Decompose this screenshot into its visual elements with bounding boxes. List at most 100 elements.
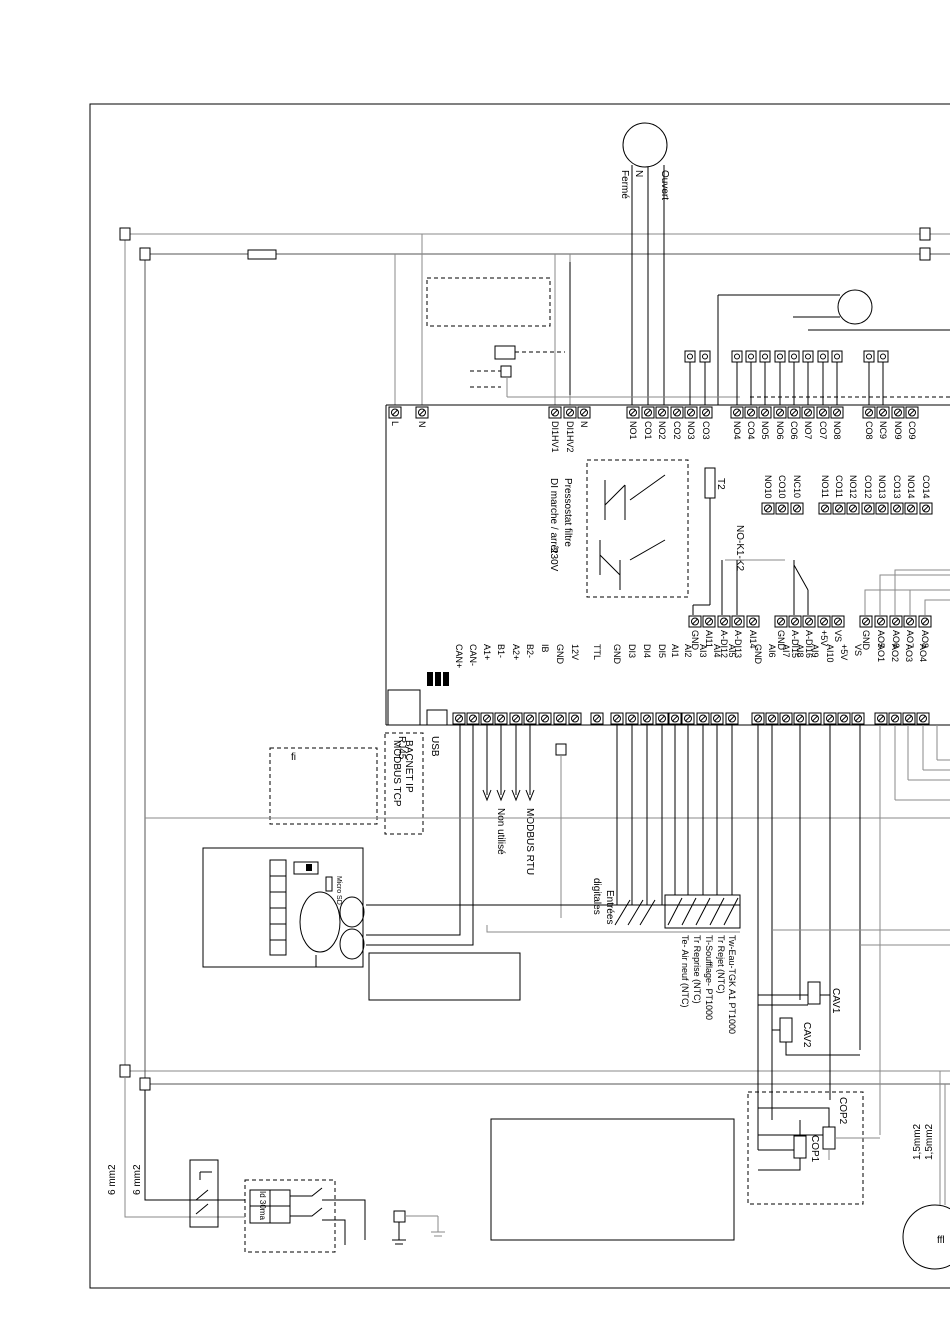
- display-panel: Micro SD: [202, 847, 365, 968]
- note-box-top: [426, 277, 551, 327]
- sheet-frame: [89, 103, 950, 1289]
- label-cop2: COP2: [837, 1097, 848, 1125]
- terminal-label: A-DI15: [790, 630, 800, 658]
- terminal-label: CO3: [701, 421, 711, 440]
- terminal-label: GND: [753, 644, 763, 665]
- label-n: N: [633, 170, 644, 177]
- terminal-label: AI7: [781, 644, 791, 658]
- terminal-label: DI4: [642, 644, 652, 658]
- label-ouvert: Ouvert: [659, 170, 670, 200]
- terminal-label: CO6: [789, 421, 799, 440]
- label-di-marche: DI marche / arrêt: [548, 478, 559, 553]
- terminal-label: CO10: [777, 475, 787, 499]
- terminal-label: CO14: [921, 475, 931, 499]
- terminal-label: AI2: [683, 644, 693, 658]
- contact-terminal: [699, 350, 711, 363]
- label-6mm2-a: 6 mm2: [107, 1164, 118, 1195]
- label-micro-sd: Micro SD: [335, 876, 342, 905]
- terminal-label: AO8: [920, 630, 930, 648]
- contact-terminal: [684, 350, 696, 363]
- terminal-label: AI6: [767, 644, 777, 658]
- blank-panel-bottom: [490, 1118, 735, 1241]
- relay-contacts: [470, 254, 740, 405]
- label-bacnet: BACNET IP: [403, 740, 414, 793]
- sensor-tr-rejet: Tr Rejet (NTC): [716, 935, 726, 994]
- terminal-label: NO3: [686, 421, 696, 440]
- terminal-label: AI3: [698, 644, 708, 658]
- contact-terminal: [877, 350, 889, 363]
- terminal-label: GND: [690, 630, 700, 651]
- sensor-tr-reprise: Tr Reprise (NTC): [692, 935, 702, 1004]
- label-ferme: Fermé: [619, 170, 630, 199]
- label-non-utilise: Non utilisé: [495, 808, 506, 855]
- terminal-label: AI9: [810, 644, 820, 658]
- terminal-label: NO14: [906, 475, 916, 499]
- terminal-label: CAN-: [468, 644, 478, 666]
- pressure-switch-box: [586, 459, 689, 598]
- terminal-label: AO1: [876, 644, 886, 662]
- contact-terminal: [802, 350, 814, 363]
- fi-box: [269, 747, 378, 825]
- cop-box: [747, 1091, 864, 1205]
- cav-cop: CAV1 CAV2 COP2 COP1: [758, 981, 880, 1171]
- analog-wiring: [757, 569, 950, 1150]
- terminal-label: AI11: [704, 630, 714, 648]
- contact-terminal: [774, 350, 786, 363]
- terminal-label: NO12: [848, 475, 858, 499]
- terminal-label: CO12: [863, 475, 873, 499]
- terminal-label: AO2: [890, 644, 900, 662]
- sensor-te: Te- Air neuf (NTC): [680, 935, 690, 1008]
- terminal-label: AO7: [905, 630, 915, 648]
- terminal-label: TTL: [592, 644, 602, 660]
- terminal-label: NO4: [732, 421, 742, 440]
- terminal-label: AI1: [670, 644, 680, 658]
- terminal-label: N: [417, 421, 427, 428]
- controller-board: [385, 404, 950, 726]
- contact-terminal: [863, 350, 875, 363]
- fan-motor: 1,5mm2 1,5mm2 ffl: [902, 1071, 950, 1270]
- t2-sensor: T2 NO-K1-K2: [692, 467, 809, 615]
- terminal-label: CO4: [746, 421, 756, 440]
- terminal-label: NO7: [803, 421, 813, 440]
- terminal-label: GND: [776, 630, 786, 651]
- label-pressostat: Pressostat filtre: [562, 478, 573, 547]
- terminal-label: AO5: [876, 630, 886, 648]
- terminal-label: N: [579, 421, 589, 428]
- terminal-label: NO5: [760, 421, 770, 440]
- terminal-label: DI1HV1: [550, 421, 560, 453]
- sensor-ti: Ti-Soufflage- PT1000: [704, 935, 714, 1020]
- bacnet-box: [384, 732, 424, 835]
- terminal-label: AO4: [918, 644, 928, 662]
- terminal-label: CO8: [864, 421, 874, 440]
- terminal-label: A1+: [482, 644, 492, 660]
- blank-label-box: [368, 952, 521, 1001]
- terminal-label: B2-: [525, 644, 535, 658]
- terminal-label: VS: [833, 630, 843, 642]
- contact-terminal: [817, 350, 829, 363]
- terminal-label: CO2: [672, 421, 682, 440]
- terminal-label: IB: [540, 644, 550, 653]
- terminal-label: +5V: [819, 630, 829, 646]
- contact-terminal: [731, 350, 743, 363]
- terminal-label: CO7: [818, 421, 828, 440]
- terminal-label: CO1: [643, 421, 653, 440]
- label-cav2: CAV2: [801, 1022, 812, 1048]
- label-cav1: CAV1: [830, 988, 841, 1014]
- bus-area: USB RJ45 BACNET IP MODBUS TCP fi Non uti…: [145, 672, 950, 946]
- terminal-label: AO6: [891, 630, 901, 648]
- terminal-label: AI4: [712, 644, 722, 658]
- terminal-label: DI5: [657, 644, 667, 658]
- terminal-label: NO10: [763, 475, 773, 499]
- label-usb: USB: [429, 736, 440, 757]
- terminal-label: CAN+: [454, 644, 464, 668]
- terminal-label: AI8: [795, 644, 805, 658]
- fuse: [247, 249, 277, 260]
- terminal-label: GND: [555, 644, 565, 665]
- terminal-label: GND: [612, 644, 622, 665]
- label-entrees: Entrées: [604, 890, 615, 924]
